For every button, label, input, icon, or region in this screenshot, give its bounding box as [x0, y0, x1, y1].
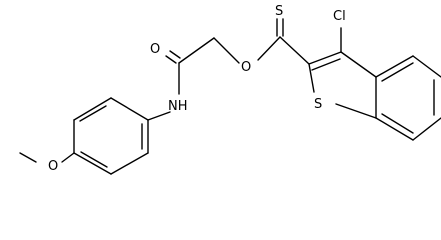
- bond-aryl-o-methoxy: [61, 152, 75, 163]
- structure-drawing: Cl S S O O NH O: [19, 4, 441, 175]
- fused-benzene-ring: [375, 55, 441, 141]
- thiophene-ring: [308, 51, 377, 119]
- atom-nh: NH: [168, 99, 188, 114]
- atom-o-methoxy: O: [48, 159, 58, 174]
- bond-o-ch3: [19, 152, 37, 163]
- bond-o-ch2: [213, 37, 240, 64]
- atom-o-carbonyl: O: [150, 42, 160, 57]
- atom-cl: Cl: [333, 9, 346, 24]
- bond-c-thiophene: [279, 36, 310, 65]
- atom-o-ester: O: [241, 60, 251, 75]
- atom-s-ring: S: [314, 97, 322, 112]
- thiocarbonyl-double-bond: [276, 18, 284, 37]
- bond-c-o-ester: [257, 36, 281, 61]
- bond-n-aryl: [147, 111, 171, 121]
- amide-carbonyl-double-bond: [165, 50, 181, 64]
- molecule-diagram: Cl S S O O NH O: [19, 4, 441, 175]
- methoxyphenyl-ring: [73, 97, 149, 175]
- atom-s-thiocarbonyl: S: [275, 4, 283, 19]
- bond-ch2-camide: [178, 37, 215, 64]
